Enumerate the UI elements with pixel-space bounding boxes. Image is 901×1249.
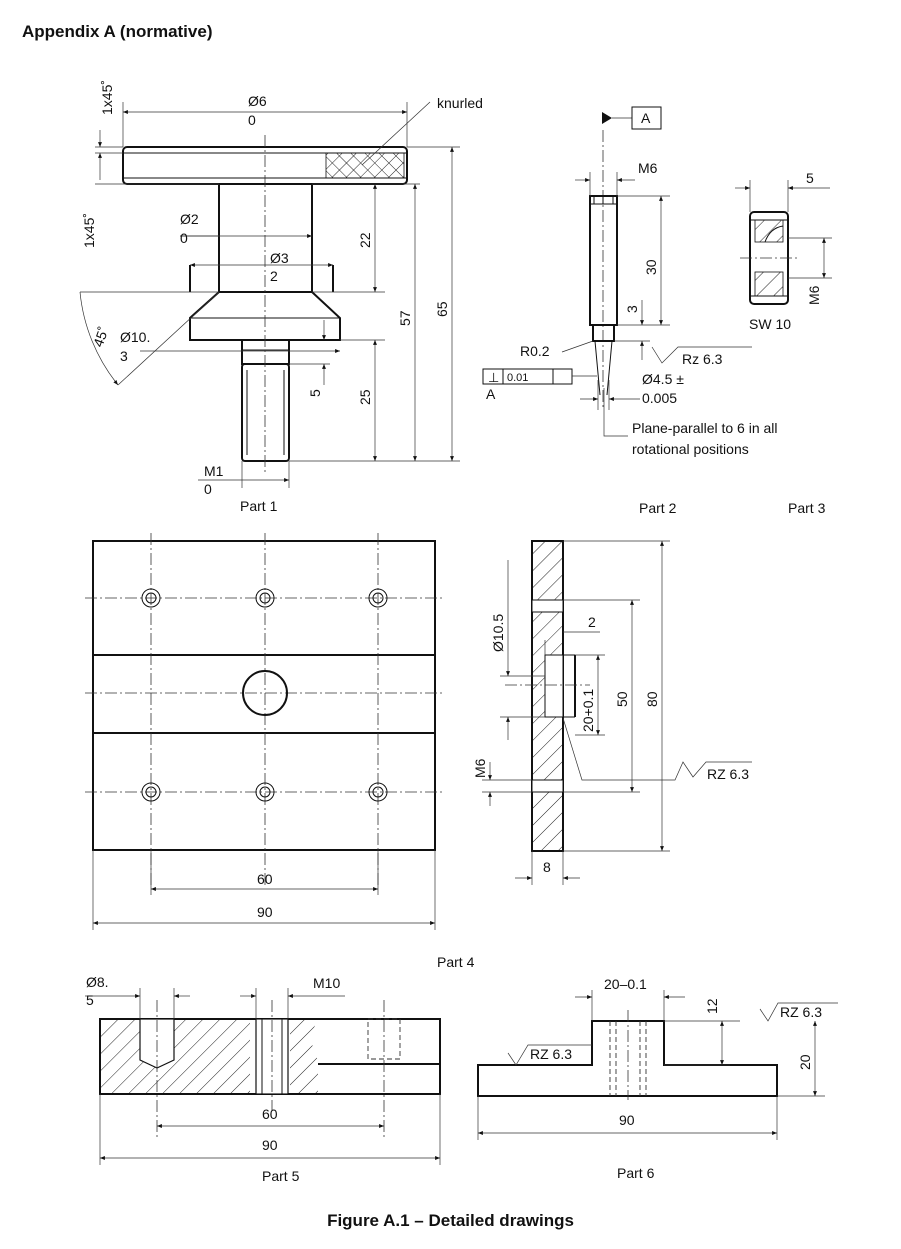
p2-dia-pin-b: 0.005 <box>642 390 677 406</box>
part-4-section-drawing: Ø10.5 2 20+0.1 50 80 M6 RZ 6.3 8 <box>437 540 752 970</box>
figure-caption: Figure A.1 – Detailed drawings <box>327 1211 574 1230</box>
p1-dim-22: 22 <box>357 232 373 248</box>
p5-dim-90: 90 <box>262 1137 278 1153</box>
p4-dim-8: 8 <box>543 859 551 875</box>
p2-tol-sym: ⊥ <box>488 370 499 385</box>
p3-thread: M6 <box>806 285 822 305</box>
p4-label: Part 4 <box>437 954 475 970</box>
p1-dia-cone: Ø10. <box>120 329 150 345</box>
p2-dia-pin: Ø4.5 ± <box>642 371 684 387</box>
p5-dia-b: 5 <box>86 992 94 1008</box>
p2-tol-datum: A <box>486 386 496 402</box>
p1-thread: M1 <box>204 463 224 479</box>
part-2-drawing: A M6 30 3 R0.2 Rz 6.3 <box>482 106 778 516</box>
p4-rough: RZ 6.3 <box>707 766 749 782</box>
p1-angle: 45˚ <box>90 325 112 349</box>
p4-dia: Ø10.5 <box>490 614 506 652</box>
p3-sw: SW 10 <box>749 316 791 332</box>
p2-tol-val: 0.01 <box>507 372 528 384</box>
p1-dia-collar-b: 2 <box>270 268 278 284</box>
p2-radius: R0.2 <box>520 343 550 359</box>
part-3-drawing: 5 M6 SW 10 Part 3 <box>735 170 832 516</box>
p5-dia: Ø8. <box>86 974 109 990</box>
p1-dia-cone-b: 3 <box>120 348 128 364</box>
p3-label: Part 3 <box>788 500 826 516</box>
p4-dim-50: 50 <box>614 691 630 707</box>
p6-rough-left: RZ 6.3 <box>530 1046 572 1062</box>
p6-dim-90: 90 <box>619 1112 635 1128</box>
p6-dim-12: 12 <box>704 998 720 1014</box>
p2-dim-3: 3 <box>624 305 640 313</box>
p1-dia-shank-b: 0 <box>180 230 188 246</box>
p4-dim-60: 60 <box>257 871 273 887</box>
part-4-plan-drawing: 60 90 <box>85 533 445 930</box>
p1-dia-head: Ø6 <box>248 93 267 109</box>
p6-label: Part 6 <box>617 1165 655 1181</box>
p3-dim-5: 5 <box>806 170 814 186</box>
appendix-heading: Appendix A (normative) <box>22 22 213 41</box>
p1-chamfer-side: 1x45˚ <box>81 213 97 248</box>
p1-dia-shank: Ø2 <box>180 211 199 227</box>
p1-dia-collar: Ø3 <box>270 250 289 266</box>
p1-dim-5: 5 <box>307 389 323 397</box>
p4-dim-20: 20+0.1 <box>580 689 596 732</box>
p1-dia-head-b: 0 <box>248 112 256 128</box>
p2-label: Part 2 <box>639 500 677 516</box>
p1-dim-57: 57 <box>397 310 413 326</box>
p4-dim-80: 80 <box>644 691 660 707</box>
p2-dim-30: 30 <box>643 259 659 275</box>
p1-label: Part 1 <box>240 498 278 514</box>
part-1-drawing: knurled Ø6 0 1x45˚ 1x45˚ Ø2 0 Ø3 2 Ø10. … <box>79 80 483 514</box>
p5-dim-60: 60 <box>262 1106 278 1122</box>
p4-dim-90: 90 <box>257 904 273 920</box>
p1-knurled: knurled <box>437 95 483 111</box>
p1-dim-65: 65 <box>434 301 450 317</box>
p2-note-1: Plane-parallel to 6 in all <box>632 420 778 436</box>
p6-rough-right: RZ 6.3 <box>780 1004 822 1020</box>
part-5-drawing: Ø8. 5 M10 60 90 Part 5 <box>85 974 441 1184</box>
p4-dim-2: 2 <box>588 614 596 630</box>
part-6-drawing: 20–0.1 12 20 90 RZ 6.3 RZ 6.3 Part 6 <box>477 976 838 1181</box>
p6-dim-20-height: 20 <box>797 1054 813 1070</box>
p4-thread: M6 <box>472 758 488 778</box>
p1-dim-25: 25 <box>357 389 373 405</box>
p1-chamfer-top: 1x45˚ <box>99 80 115 115</box>
p6-dim-20-width: 20–0.1 <box>604 976 647 992</box>
p1-thread-b: 0 <box>204 481 212 497</box>
p5-thread: M10 <box>313 975 340 991</box>
p2-datum: A <box>641 110 651 126</box>
p2-rough: Rz 6.3 <box>682 351 723 367</box>
p5-label: Part 5 <box>262 1168 300 1184</box>
p2-note-2: rotational positions <box>632 441 749 457</box>
p2-thread: M6 <box>638 160 658 176</box>
